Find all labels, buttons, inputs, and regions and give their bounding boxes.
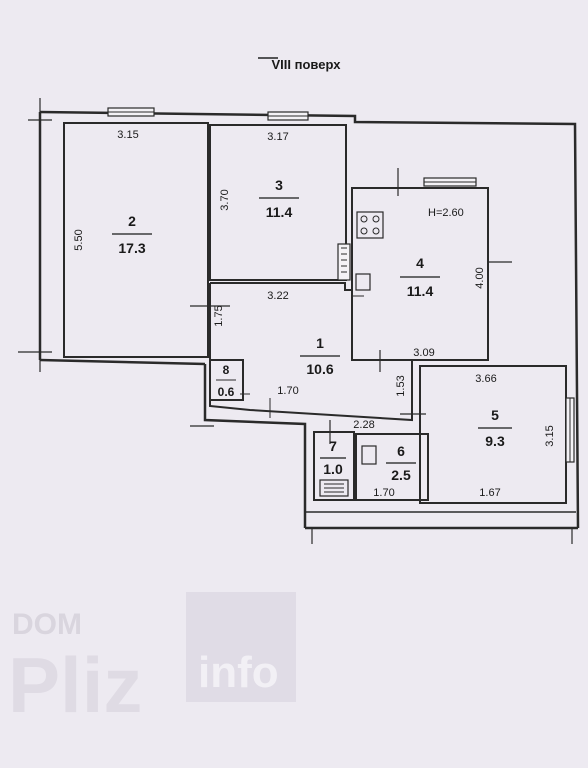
windows <box>107 107 575 463</box>
room-4-outline <box>351 187 489 361</box>
stove-icon <box>356 211 384 239</box>
dim-room2-width: 3.15 <box>117 129 138 141</box>
dim-room5-bottom: 1.67 <box>479 487 500 499</box>
room-4-number: 4 <box>416 255 424 271</box>
dimension-labels: 3.15 5.50 3.17 3.70 4.00 3.22 1.75 3.09 … <box>73 129 556 499</box>
watermark-info: info <box>198 648 279 697</box>
floor-title: VIII поверх <box>272 57 342 72</box>
window-frame-lines <box>108 111 571 462</box>
dim-wc-bottom: 1.70 <box>373 487 394 499</box>
radiator-icon <box>337 243 351 281</box>
room-1-number: 1 <box>316 335 324 351</box>
toilet-icon <box>319 479 349 497</box>
watermark-pliz: Pliz <box>8 641 143 729</box>
dim-corridor-width: 1.70 <box>277 385 298 397</box>
room-labels: 2 17.3 3 11.4 4 11.4 H=2.60 1 10.6 5 9.3… <box>112 177 512 483</box>
dim-room5-side: 3.15 <box>544 425 556 446</box>
room-1-outline <box>209 282 413 422</box>
watermark-box <box>186 592 296 702</box>
sink-icon <box>361 445 377 465</box>
room-4-area: 11.4 <box>407 283 434 299</box>
room-7-outline <box>313 431 355 501</box>
dim-room3-length: 3.70 <box>219 189 231 210</box>
room-3-area: 11.4 <box>266 204 293 220</box>
room-1-area: 10.6 <box>306 361 333 377</box>
tick-marks <box>18 98 573 544</box>
room-2-area: 17.3 <box>118 240 145 256</box>
dim-room4-bottom: 3.09 <box>413 347 434 359</box>
dim-hall-width: 3.22 <box>267 290 288 302</box>
dim-room5-top: 3.66 <box>475 373 496 385</box>
ceiling-height: H=2.60 <box>428 207 464 219</box>
room-6-outline <box>355 433 429 501</box>
door-marks <box>240 295 364 418</box>
room-2-outline <box>63 122 209 358</box>
room-2-number: 2 <box>128 213 136 229</box>
room-5-area: 9.3 <box>485 433 505 449</box>
room-6-area: 2.5 <box>391 467 411 483</box>
room-3-outline <box>209 124 347 281</box>
room-6-number: 6 <box>397 443 405 459</box>
room-8-outline <box>209 359 244 401</box>
dim-bath-width: 2.28 <box>353 419 374 431</box>
room-7-number: 7 <box>329 438 337 454</box>
vent-shaft-icon <box>355 273 371 291</box>
dim-hall-length: 1.75 <box>213 305 225 326</box>
dim-room3-width: 3.17 <box>267 131 288 143</box>
room-3-number: 3 <box>275 177 283 193</box>
room-8-number: 8 <box>223 363 230 377</box>
room-5-number: 5 <box>491 407 499 423</box>
outer-walls <box>38 110 580 530</box>
dim-room2-length: 5.50 <box>73 229 85 250</box>
room-8-area: 0.6 <box>218 385 235 399</box>
watermark-dom: DOM <box>12 608 82 641</box>
dim-room4-length: 4.00 <box>474 267 486 288</box>
room-7-area: 1.0 <box>323 461 343 477</box>
dim-passage: 1.53 <box>395 375 407 396</box>
